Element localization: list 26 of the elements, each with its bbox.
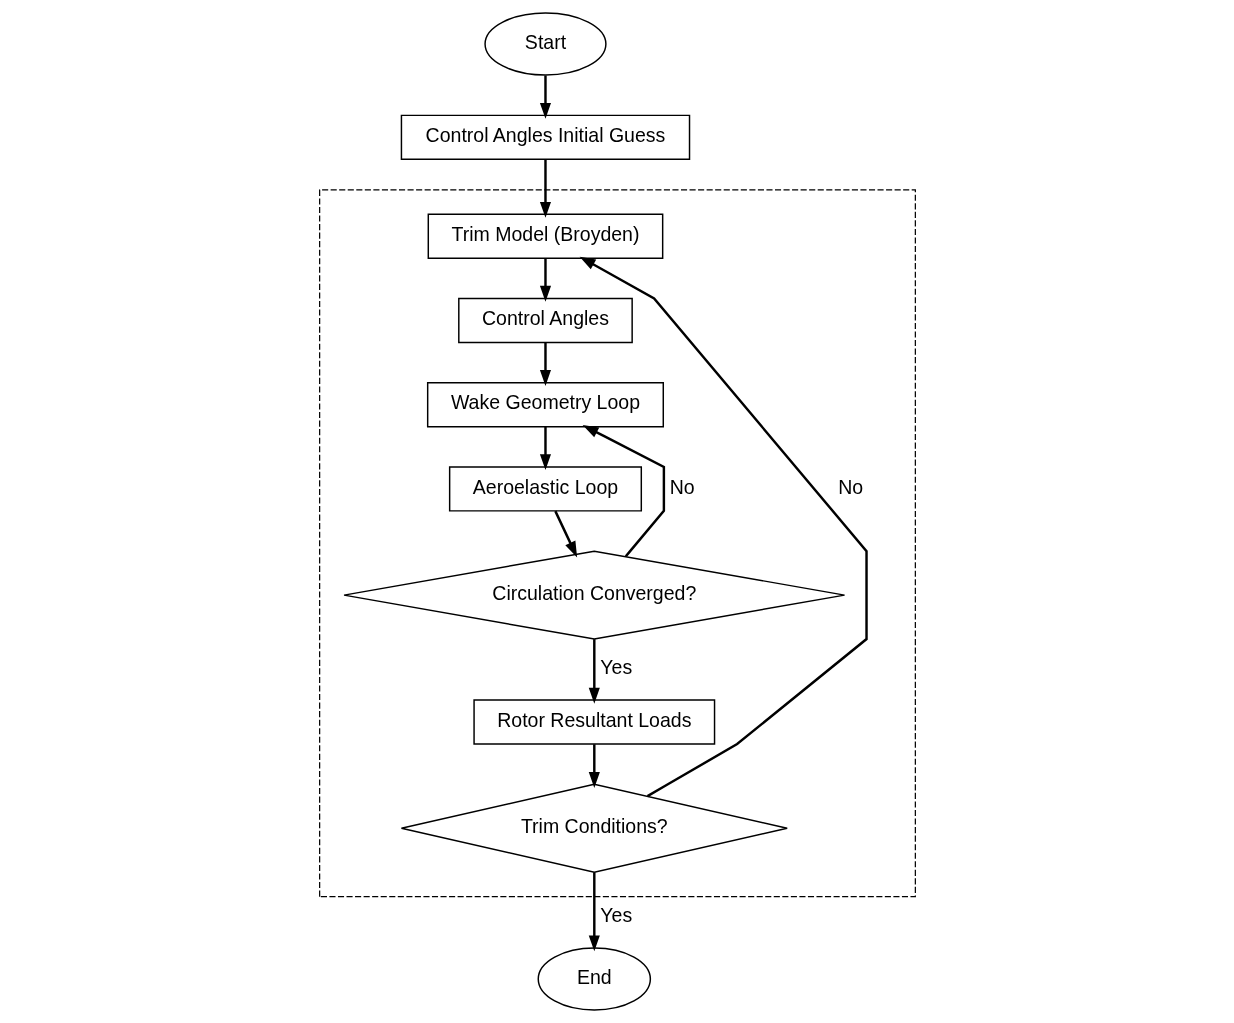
edge-label: No — [669, 475, 695, 498]
node-ellipse: Start — [483, 12, 607, 76]
node-box: Control Angles Initial Guess — [400, 114, 690, 161]
arrow — [539, 75, 551, 119]
node-diamond: Circulation Converged? — [342, 550, 845, 640]
node-box: Rotor Resultant Loads — [472, 699, 715, 745]
node-diamond: Trim Conditions? — [400, 783, 788, 873]
node-ellipse: End — [537, 947, 651, 1011]
arrow — [539, 426, 551, 471]
arrow — [539, 258, 551, 302]
edge-label: Yes — [599, 656, 632, 679]
edge-label: Yes — [599, 904, 632, 927]
arrow — [588, 744, 600, 788]
arrow — [588, 872, 600, 952]
arrow — [582, 425, 665, 558]
node-box: Trim Model (Broyden) — [427, 213, 663, 259]
arrow — [579, 256, 868, 798]
arrow — [539, 159, 551, 218]
node-box: Wake Geometry Loop — [426, 382, 664, 428]
edge-label: No — [837, 475, 863, 498]
arrow — [553, 510, 577, 558]
node-box: Aeroelastic Loop — [448, 466, 642, 512]
cluster — [318, 189, 916, 898]
arrow — [539, 342, 551, 386]
arrow — [588, 639, 600, 704]
node-box: Control Angles — [457, 297, 633, 344]
